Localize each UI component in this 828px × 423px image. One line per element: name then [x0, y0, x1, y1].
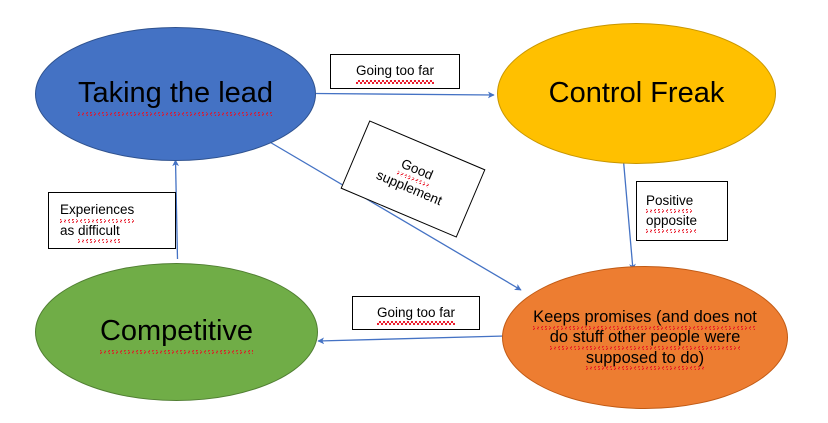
node-control-freak[interactable]: Control Freak	[497, 23, 776, 164]
edge-label-going-too-far-top[interactable]: Going too far	[330, 54, 460, 89]
edge-label-text-as-difficult: as difficult	[60, 221, 120, 241]
node-competitive[interactable]: Competitive	[35, 263, 318, 401]
node-label-taking-the-lead: Taking the lead	[68, 76, 283, 111]
edge-label-text-difficult: difficult	[78, 221, 120, 241]
node-label-competitive: Competitive	[90, 314, 263, 349]
connector-keeps-promises-to-competitive	[317, 335, 506, 345]
edge-label-going-too-far-bottom[interactable]: Going too far	[352, 296, 480, 330]
node-label-keeps-promises: Keeps promises (and does not do stuff ot…	[523, 307, 767, 367]
edge-label-positive-opposite[interactable]: Positive opposite	[636, 181, 728, 241]
connector-taking-the-lead-to-control-freak	[315, 91, 495, 99]
node-keeps-promises[interactable]: Keeps promises (and does not do stuff ot…	[502, 266, 788, 409]
edge-label-text-positive-opposite-line1: Positive	[646, 191, 693, 211]
connector-control-freak-to-keeps-promises	[622, 160, 636, 271]
node-text-control-freak: Control Freak	[548, 76, 725, 109]
node-text-keeps-promises-line3: supposed to do)	[585, 348, 705, 367]
connector-competitive-to-taking-the-lead	[172, 159, 180, 260]
node-text-taking-the-lead: Taking the lead	[78, 76, 273, 111]
node-text-competitive: Competitive	[100, 314, 253, 349]
node-text-keeps-promises-line2: do stuff other people were	[549, 328, 741, 347]
edge-label-text-positive-opposite-line2: opposite	[646, 211, 697, 231]
node-label-control-freak: Control Freak	[539, 76, 735, 111]
edge-label-text-going-too-far-bottom: Going too far	[376, 303, 456, 326]
node-taking-the-lead[interactable]: Taking the lead	[35, 27, 316, 161]
node-text-keeps-promises-line1: Keeps promises (and does not	[533, 308, 757, 327]
connector-taking-the-lead-to-keeps-promises	[267, 140, 522, 291]
edge-label-experiences-as-difficult[interactable]: Experiences as difficult	[48, 192, 176, 249]
edge-label-text-going-too-far-top: Going too far	[355, 61, 435, 85]
edge-label-text-experiences: Experiences	[60, 200, 134, 220]
